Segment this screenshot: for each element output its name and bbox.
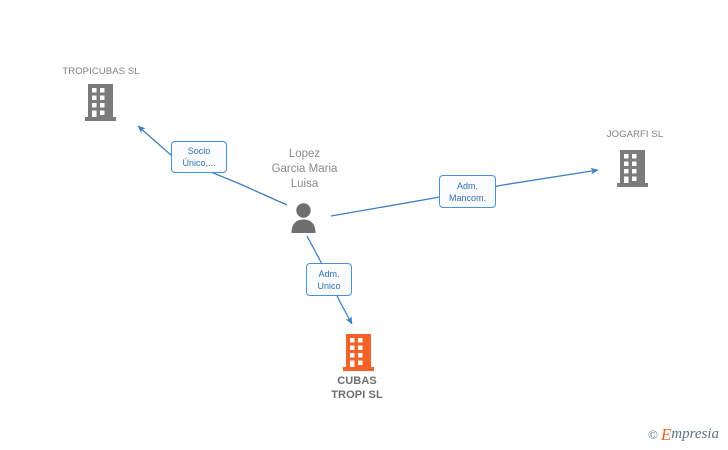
node-icon-tropicubas[interactable] bbox=[85, 84, 116, 121]
building-icon bbox=[85, 84, 116, 121]
person-icon bbox=[291, 203, 316, 233]
node-icon-jogarfi[interactable] bbox=[617, 150, 648, 187]
node-icon-cubas-tropi[interactable] bbox=[343, 334, 374, 371]
building-icon bbox=[617, 150, 648, 187]
watermark: © E mpresia bbox=[648, 426, 719, 443]
watermark-brand-initial: E bbox=[660, 425, 672, 444]
copyright-icon: © bbox=[648, 426, 658, 442]
edge-label-adm-unico[interactable]: Adm. Unico bbox=[306, 263, 352, 296]
edge-label-socio-unico[interactable]: Socio Único,... bbox=[171, 141, 227, 173]
node-label-jogarfi: JOGARFI SL bbox=[606, 129, 664, 140]
node-label-tropicubas: TROPICUBAS SL bbox=[62, 66, 140, 77]
watermark-brand-name: mpresia bbox=[671, 426, 720, 442]
building-icon bbox=[343, 334, 374, 371]
node-label-cubas-tropi: CUBAS TROPI SL bbox=[331, 375, 383, 401]
node-label-person: Lopez Garcia Maria Luisa bbox=[271, 148, 338, 190]
edge-label-adm-mancom[interactable]: Adm. Mancom. bbox=[439, 175, 496, 208]
node-icon-person[interactable] bbox=[291, 203, 316, 233]
